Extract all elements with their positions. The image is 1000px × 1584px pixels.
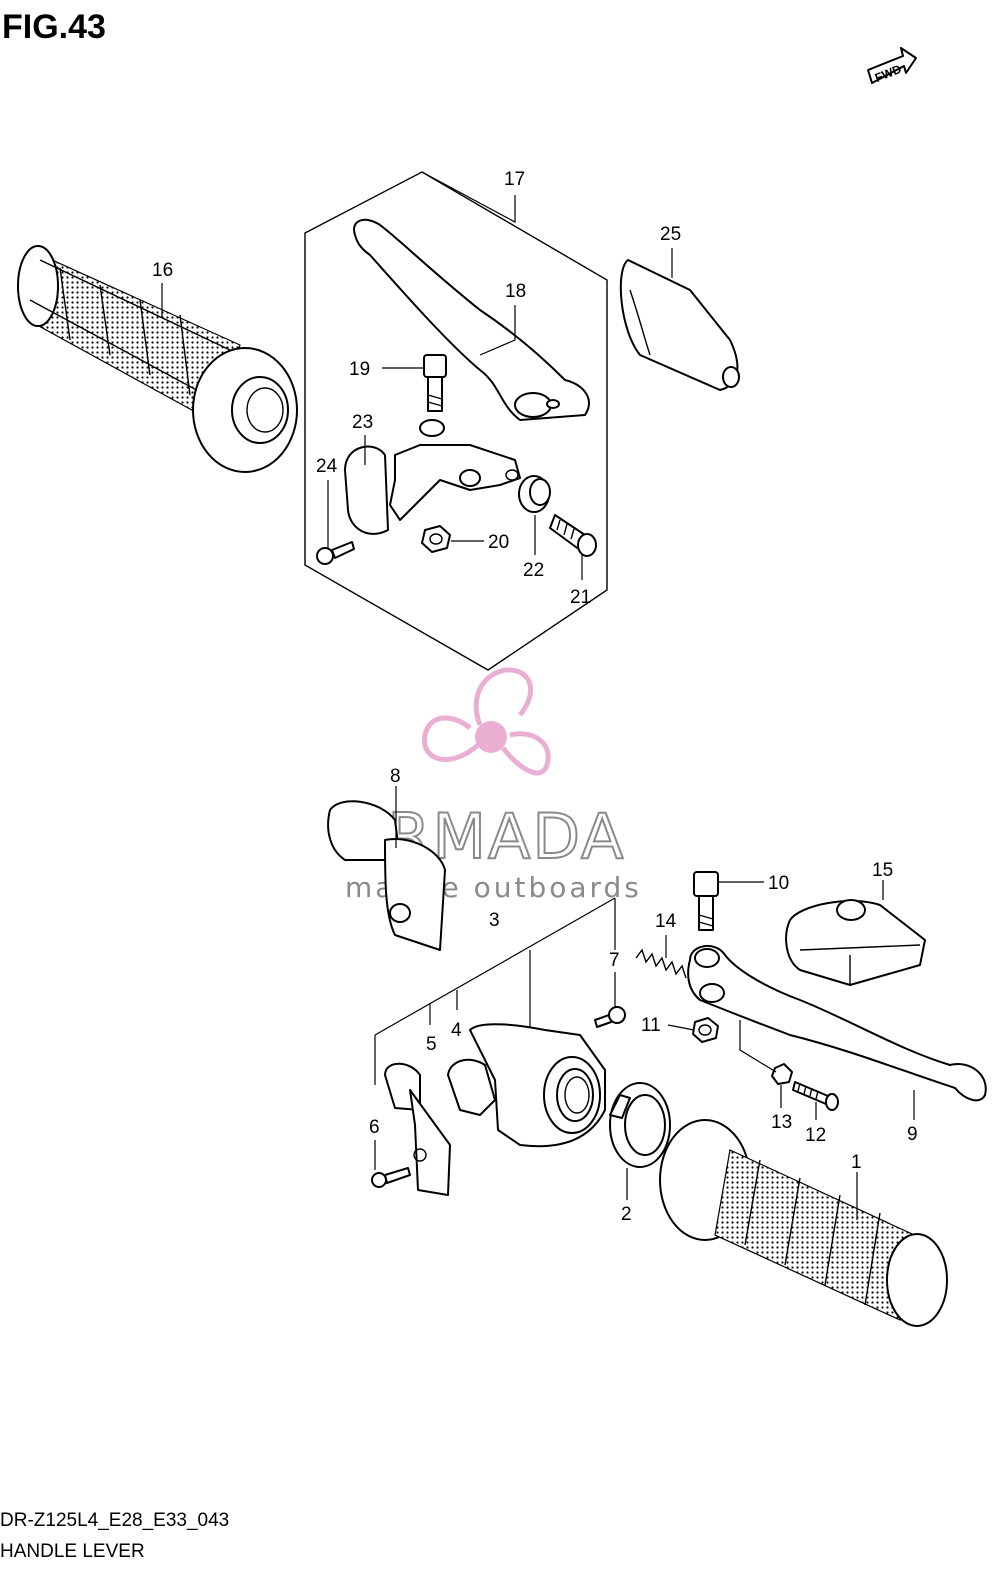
- cable-guide-part-4: [447, 1058, 496, 1116]
- callout-12: 12: [805, 1125, 826, 1146]
- lever-bracket: [389, 419, 521, 521]
- callout-22: 22: [523, 560, 544, 581]
- nut-part-20: [421, 525, 451, 553]
- fwd-arrow-icon: FWD: [867, 47, 917, 85]
- callout-24: 24: [316, 456, 338, 477]
- callout-18: 18: [505, 281, 526, 302]
- spring-part-14: [635, 948, 687, 979]
- callout-15: 15: [872, 860, 893, 881]
- lever-guard-part-25: [619, 259, 740, 391]
- clutch-lever-part-18: [353, 218, 590, 421]
- callout-8: 8: [390, 766, 401, 787]
- figure-title: FIG.43: [2, 8, 106, 46]
- screw-part-6: [371, 1167, 411, 1188]
- callout-13: 13: [771, 1112, 792, 1133]
- callout-1: 1: [851, 1152, 862, 1173]
- callout-5: 5: [426, 1034, 437, 1055]
- callout-17: 17: [504, 169, 525, 190]
- nut-part-11: [692, 1017, 719, 1043]
- left-grip-part-16: [17, 245, 298, 473]
- callout-20: 20: [488, 532, 509, 553]
- clamp-part-23: [344, 445, 389, 535]
- callout-6: 6: [369, 1117, 380, 1138]
- bracket-plate-part-5: [384, 1062, 451, 1196]
- throttle-tube-flange-part-2: [609, 1082, 671, 1168]
- pivot-bolt-part-19: [423, 354, 447, 412]
- lever-kit-outline: [304, 171, 608, 671]
- screw-part-24: [316, 541, 355, 565]
- nut-part-13: [771, 1063, 793, 1085]
- callout-9: 9: [907, 1124, 918, 1145]
- lever-guard-part-15: [785, 899, 926, 986]
- callout-25: 25: [660, 224, 681, 245]
- callout-7: 7: [609, 950, 620, 971]
- callout-14: 14: [655, 911, 677, 932]
- callout-23: 23: [352, 412, 373, 433]
- screw-part-7: [594, 1006, 626, 1028]
- callout-16: 16: [152, 260, 173, 281]
- callout-10: 10: [768, 873, 789, 894]
- adjuster-bolt-part-21: [549, 514, 597, 557]
- section-name: HANDLE LEVER: [0, 1541, 145, 1562]
- adjuster-locknut-part-22: [518, 475, 551, 513]
- right-grip-part-1: [659, 1119, 948, 1327]
- armada-logo-icon: [422, 667, 551, 776]
- throttle-cover-part-8: [327, 800, 446, 951]
- pivot-bolt-part-10: [693, 871, 719, 931]
- screw-part-12: [792, 1081, 839, 1111]
- callout-19: 19: [349, 359, 370, 380]
- callout-11: 11: [641, 1015, 661, 1036]
- throttle-housing-part-3: [469, 1023, 606, 1148]
- callout-2: 2: [621, 1204, 632, 1225]
- callout-4: 4: [451, 1020, 462, 1041]
- callout-21: 21: [570, 587, 591, 608]
- leader-lines: [161, 171, 915, 1220]
- brake-lever-part-9: [687, 945, 987, 1102]
- model-code: DR-Z125L4_E28_E33_043: [0, 1510, 229, 1531]
- callout-3: 3: [489, 910, 500, 931]
